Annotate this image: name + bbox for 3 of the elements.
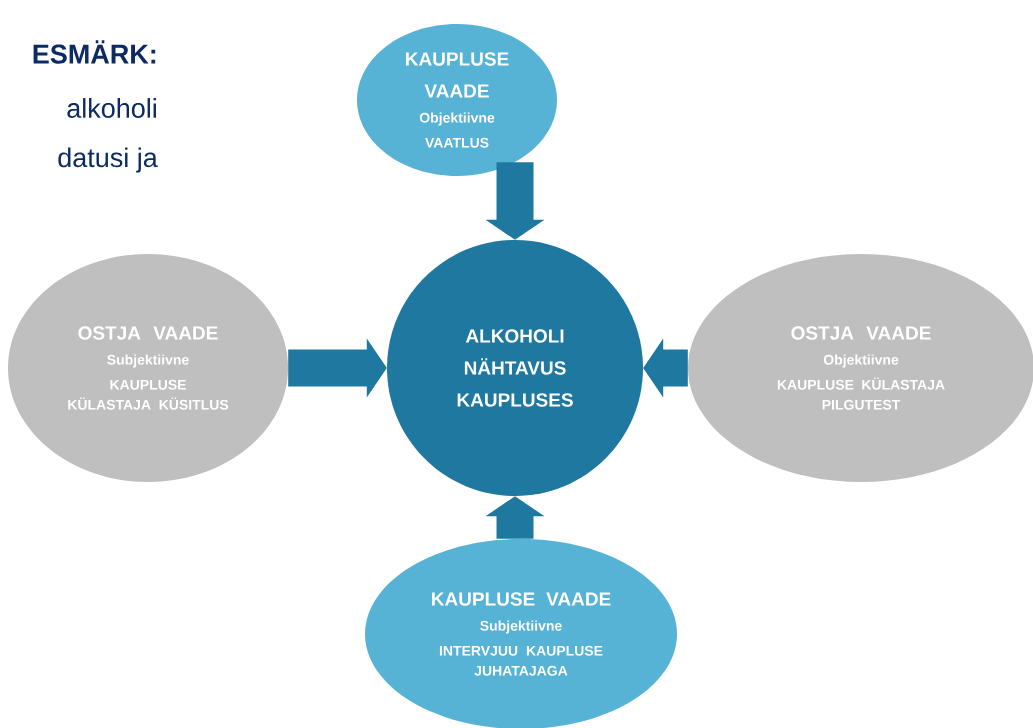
heading-text: datusi ja xyxy=(58,147,158,173)
heading-text: alkoholi xyxy=(67,98,156,118)
heading-text: ESMÄRK: xyxy=(33,40,156,64)
